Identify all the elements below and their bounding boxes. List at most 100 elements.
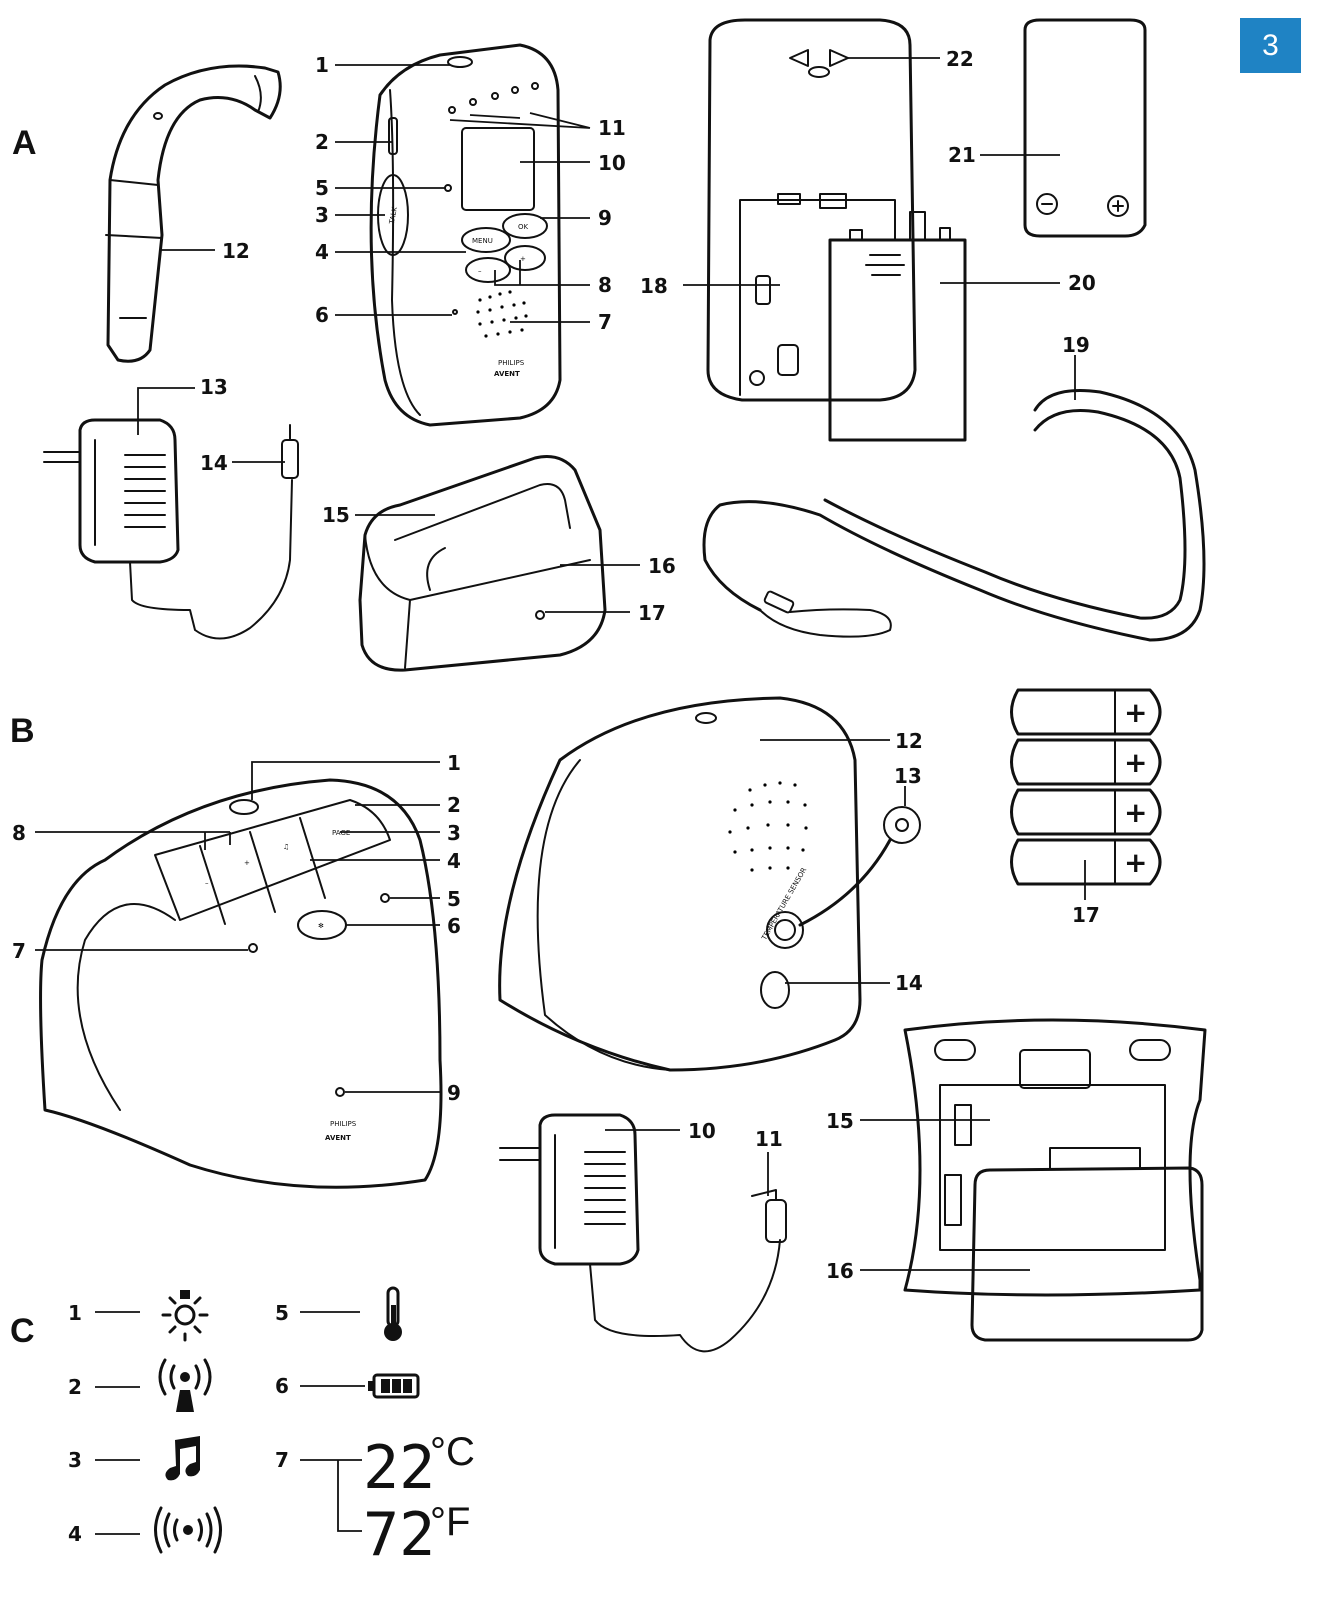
callout-b-16: 16 — [826, 1259, 854, 1283]
fahrenheit-value: 72 — [363, 1500, 435, 1570]
section-b-label: B — [10, 712, 35, 750]
baby-unit-back: TEMPERATURE SENSOR — [498, 696, 921, 1072]
callout-a-12: 12 — [222, 239, 250, 263]
sound-level-icon — [154, 1506, 222, 1554]
svg-text:+: + — [1124, 796, 1147, 829]
battery-21 — [1023, 18, 1147, 238]
callout-a-18: 18 — [640, 274, 668, 298]
charger-cradle — [358, 455, 607, 672]
power-adapter-a — [43, 418, 299, 640]
callout-b-17: 17 — [1072, 903, 1100, 927]
callout-b-11: 11 — [755, 1127, 783, 1151]
callout-b-4: 4 — [447, 849, 461, 873]
callout-a-11: 11 — [598, 116, 626, 140]
callout-a-20: 20 — [1068, 271, 1096, 295]
callout-b-14: 14 — [895, 971, 923, 995]
fahrenheit-unit: °F — [430, 1500, 470, 1544]
svg-text:+: + — [520, 255, 526, 263]
callout-a-4: 4 — [315, 240, 329, 264]
baby-brand-top: PHILIPS — [330, 1120, 357, 1128]
callout-a-19: 19 — [1062, 333, 1090, 357]
callout-a-1: 1 — [315, 53, 329, 77]
section-a-label: A — [12, 124, 37, 162]
celsius-unit: °C — [430, 1430, 475, 1474]
callout-c-5: 5 — [275, 1301, 289, 1325]
lullaby-note-icon — [165, 1436, 200, 1481]
page-button-label: PAGE — [332, 829, 350, 837]
svg-text:♫: ♫ — [283, 843, 289, 851]
svg-text:–: – — [478, 267, 482, 275]
callout-a-14: 14 — [200, 451, 228, 475]
svg-text:–: – — [205, 879, 209, 887]
parent-unit-back — [706, 18, 917, 402]
callout-b-3: 3 — [447, 821, 461, 845]
neck-lanyard — [702, 388, 1206, 642]
callout-c-7: 7 — [275, 1448, 289, 1472]
callout-b-8: 8 — [12, 821, 26, 845]
callout-b-1: 1 — [447, 751, 461, 775]
callout-a-22: 22 — [946, 47, 974, 71]
baby-unit-base — [903, 1018, 1207, 1297]
battery-cover-16 — [970, 1147, 1204, 1342]
callout-b-13: 13 — [894, 764, 922, 788]
callout-b-10: 10 — [688, 1119, 716, 1143]
svg-text:+: + — [1124, 746, 1147, 779]
battery-icon — [368, 1373, 420, 1399]
callout-b-15: 15 — [826, 1109, 854, 1133]
parent-unit-front: TALK MENU OK – + PHILIPS AVENT — [369, 43, 562, 427]
nightlight-icon — [161, 1290, 209, 1342]
callout-a-3: 3 — [315, 203, 329, 227]
callout-c-3: 3 — [68, 1448, 82, 1472]
callout-b-6: 6 — [447, 914, 461, 938]
callout-c-1: 1 — [68, 1301, 82, 1325]
svg-text:+: + — [1124, 696, 1147, 729]
baby-unit-front: ✻ – + ♫ PAGE PHILIPS AVENT — [39, 778, 443, 1189]
callout-b-12: 12 — [895, 729, 923, 753]
callout-a-6: 6 — [315, 303, 329, 327]
callout-b-7: 7 — [12, 939, 26, 963]
callout-a-21: 21 — [948, 143, 976, 167]
parent-brand: AVENT — [494, 370, 520, 378]
baby-speaker-grille — [728, 781, 808, 872]
baby-brand: AVENT — [325, 1134, 351, 1142]
ok-button-label: OK — [518, 223, 529, 231]
page-number-badge: 3 — [1240, 18, 1301, 73]
callout-b-2: 2 — [447, 793, 461, 817]
section-c-label: C — [10, 1312, 35, 1350]
callout-a-10: 10 — [598, 151, 626, 175]
callout-c-6: 6 — [275, 1374, 289, 1398]
battery-pack-20 — [828, 211, 967, 442]
svg-text:+: + — [244, 859, 250, 867]
power-adapter-b — [499, 1113, 787, 1353]
talk-button-label: TALK — [388, 206, 399, 226]
callout-a-2: 2 — [315, 130, 329, 154]
section-b-callouts: 1 2 3 4 5 6 7 8 9 10 11 12 13 14 15 16 1… — [12, 729, 1100, 1283]
callout-a-17: 17 — [638, 601, 666, 625]
celsius-value: 22 — [363, 1433, 435, 1503]
callout-a-9: 9 — [598, 206, 612, 230]
callout-a-16: 16 — [648, 554, 676, 578]
callout-a-13: 13 — [200, 375, 228, 399]
callout-c-4: 4 — [68, 1522, 82, 1546]
temp-sensor-label: TEMPERATURE SENSOR — [760, 866, 809, 942]
callout-b-9: 9 — [447, 1081, 461, 1105]
svg-text:✻: ✻ — [318, 922, 324, 930]
section-a-callouts: 1 2 5 3 4 6 11 10 9 8 7 12 13 14 15 16 1… — [137, 47, 1096, 625]
callout-c-2: 2 — [68, 1375, 82, 1399]
temperature-display: 22 °C 72 °F — [363, 1430, 475, 1570]
callout-a-15: 15 — [322, 503, 350, 527]
range-signal-icon — [158, 1358, 212, 1412]
svg-text:+: + — [1124, 846, 1147, 879]
parent-speaker-grille — [476, 290, 528, 338]
thermometer-icon — [384, 1286, 402, 1341]
callout-b-5: 5 — [447, 887, 461, 911]
section-c-callouts: 1 2 3 4 5 6 7 — [68, 1301, 365, 1546]
menu-button-label: MENU — [472, 237, 493, 245]
callout-a-5: 5 — [315, 176, 329, 200]
callout-a-7: 7 — [598, 310, 612, 334]
parent-brand-top: PHILIPS — [498, 359, 525, 367]
aa-batteries: + + + + — [1010, 688, 1162, 886]
callout-a-8: 8 — [598, 273, 612, 297]
belt-clip — [105, 64, 282, 363]
